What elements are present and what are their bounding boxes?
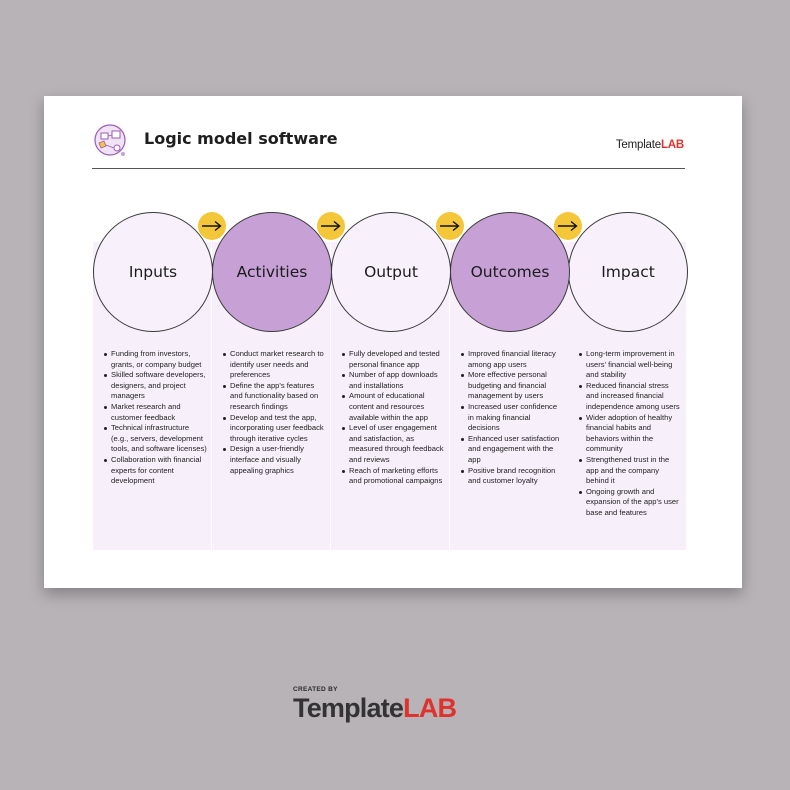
list-item: Technical infrastructure (e.g., servers,… bbox=[103, 423, 207, 455]
created-by-label: CREATED BY bbox=[293, 686, 338, 693]
list-item: Level of user engagement and satisfactio… bbox=[341, 423, 445, 465]
list-item: Positive brand recognition and customer … bbox=[460, 466, 564, 487]
list-item: Design a user-friendly interface and vis… bbox=[222, 444, 326, 476]
impact-circle: Impact bbox=[568, 212, 688, 332]
list-item: Ongoing growth and expansion of the app'… bbox=[578, 487, 682, 519]
outcomes-circle: Outcomes bbox=[450, 212, 570, 332]
activities-list: Conduct market research to identify user… bbox=[222, 349, 326, 476]
inputs-circle: Inputs bbox=[93, 212, 213, 332]
list-item: Reach of marketing efforts and promotion… bbox=[341, 466, 445, 487]
list-item: Market research and customer feedback bbox=[103, 402, 207, 423]
list-item: Number of app downloads and installation… bbox=[341, 370, 445, 391]
list-item: Amount of educational content and resour… bbox=[341, 391, 445, 423]
list-item: Fully developed and tested personal fina… bbox=[341, 349, 445, 370]
brand-part-1: Template bbox=[293, 693, 404, 723]
header-divider bbox=[92, 168, 685, 169]
footer-brand-text: TemplateLAB bbox=[293, 693, 457, 724]
list-item: Long-term improvement in users' financia… bbox=[578, 349, 682, 381]
brand-part-2: LAB bbox=[660, 139, 684, 151]
arrow-right-icon bbox=[436, 212, 464, 240]
list-item: Reduced financial stress and increased f… bbox=[578, 381, 682, 413]
inputs-list: Funding from investors, grants, or compa… bbox=[103, 349, 207, 487]
list-item: Skilled software developers, designers, … bbox=[103, 370, 207, 402]
arrow-right-icon bbox=[317, 212, 345, 240]
list-item: Increased user confidence in making fina… bbox=[460, 402, 564, 434]
list-item: Collaboration with financial experts for… bbox=[103, 455, 207, 487]
list-item: Funding from investors, grants, or compa… bbox=[103, 349, 207, 370]
stage-label: Inputs bbox=[128, 263, 178, 281]
list-item: Conduct market research to identify user… bbox=[222, 349, 326, 381]
list-item: Define the app's features and functional… bbox=[222, 381, 326, 413]
arrow-right-icon bbox=[198, 212, 226, 240]
stage-label: Impact bbox=[601, 263, 655, 281]
arrow-right-icon bbox=[554, 212, 582, 240]
list-item: Strengthened trust in the app and the co… bbox=[578, 455, 682, 487]
page-title: Logic model software bbox=[144, 129, 338, 148]
brand-part-2: LAB bbox=[403, 693, 457, 723]
outcomes-list: Improved financial literacy among app us… bbox=[460, 349, 564, 487]
stage-label: Activities bbox=[236, 263, 308, 281]
list-item: Improved financial literacy among app us… bbox=[460, 349, 564, 370]
footer-brand-logo: CREATED BY TemplateLAB bbox=[293, 686, 498, 726]
header-brand-logo: TemplateLAB bbox=[616, 139, 684, 151]
stage-label: Output bbox=[364, 263, 418, 281]
list-item: Wider adoption of healthy financial habi… bbox=[578, 413, 682, 455]
logic-model-icon bbox=[94, 124, 126, 156]
activities-circle: Activities bbox=[212, 212, 332, 332]
list-item: More effective personal budgeting and fi… bbox=[460, 370, 564, 402]
output-circle: Output bbox=[331, 212, 451, 332]
impact-list: Long-term improvement in users' financia… bbox=[578, 349, 682, 519]
document-page: Logic model software TemplateLAB Inputs … bbox=[44, 96, 742, 588]
brand-part-1: Template bbox=[615, 139, 661, 151]
output-list: Fully developed and tested personal fina… bbox=[341, 349, 445, 487]
stage-label: Outcomes bbox=[470, 263, 550, 281]
list-item: Develop and test the app, incorporating … bbox=[222, 413, 326, 445]
list-item: Enhanced user satisfaction and engagemen… bbox=[460, 434, 564, 466]
